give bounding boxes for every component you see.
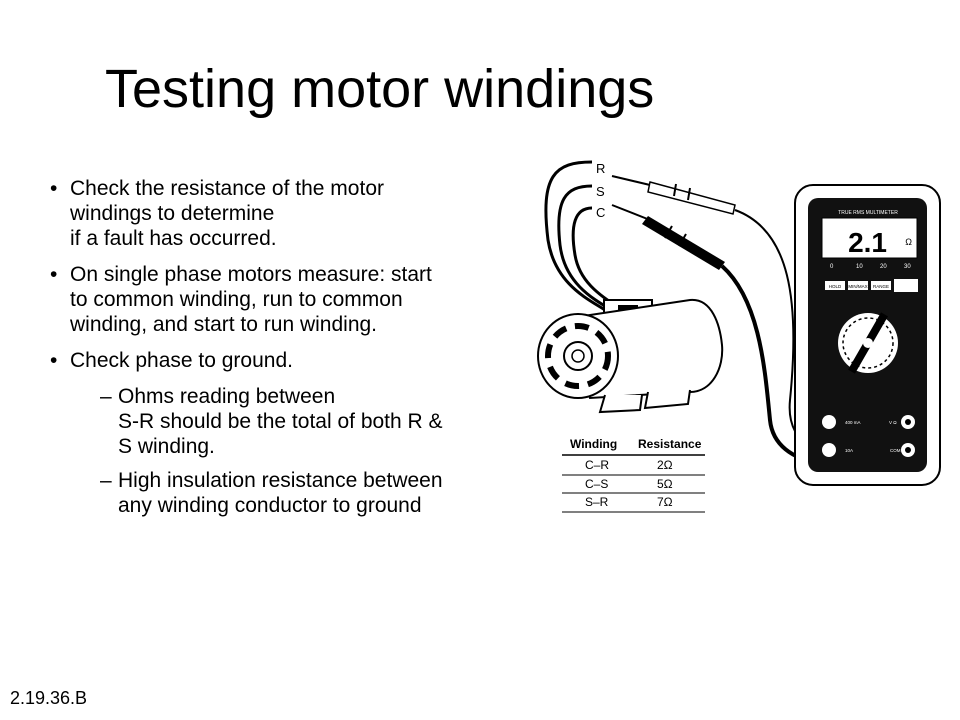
table-cell: 7Ω bbox=[657, 495, 673, 509]
table-cell: S–R bbox=[585, 495, 609, 509]
bullet-3: • Check phase to ground. bbox=[50, 348, 540, 373]
meter-scale-label: 0 bbox=[830, 264, 834, 270]
table-cell: 5Ω bbox=[657, 477, 673, 491]
minmax-button-label: MIN/MAX bbox=[848, 284, 867, 289]
meter-scale: 0 10 20 30 bbox=[830, 264, 911, 270]
sub-bullet-1: – Ohms reading between S-R should be the… bbox=[50, 384, 540, 459]
meter-display-value: 2.1 bbox=[848, 227, 887, 258]
jack-label: COM bbox=[890, 448, 901, 453]
sub-bullet-line: Ohms reading between bbox=[118, 385, 336, 408]
bullet-1: • Check the resistance of the motor wind… bbox=[50, 176, 540, 251]
bullet-line: Check the resistance of the motor bbox=[70, 177, 384, 200]
meter-display-unit: Ω bbox=[905, 237, 912, 247]
bullet-dot: • bbox=[50, 263, 58, 286]
meter-buttons: HOLD MIN/MAX RANGE bbox=[825, 279, 918, 292]
jack-label: 400 mA bbox=[845, 420, 861, 425]
rotary-dial bbox=[838, 312, 898, 374]
bullet-line: Check phase to ground. bbox=[70, 349, 293, 372]
meter-jacks: 400 mA 10A COM V Ω bbox=[822, 415, 915, 457]
sub-bullet-line: S-R should be the total of both R & bbox=[118, 410, 443, 433]
terminal-label-s: S bbox=[596, 184, 605, 199]
motor bbox=[537, 298, 724, 414]
terminal-label-r: R bbox=[596, 161, 605, 176]
range-button-label: RANGE bbox=[873, 284, 889, 289]
bullet-line: windings to determine bbox=[70, 202, 275, 225]
multimeter: TRUE RMS MULTIMETER 2.1 Ω 0 10 20 30 HOL… bbox=[794, 184, 941, 486]
sub-bullet-dash: – bbox=[100, 385, 112, 408]
table-header-resistance: Resistance bbox=[638, 437, 702, 451]
terminal-label-c: C bbox=[596, 205, 605, 220]
jack-label: 10A bbox=[845, 448, 853, 453]
table-header-winding: Winding bbox=[570, 437, 617, 451]
meter-brand-label: TRUE RMS MULTIMETER bbox=[838, 210, 898, 216]
hold-button-label: HOLD bbox=[829, 284, 842, 289]
meter-scale-label: 10 bbox=[856, 264, 863, 270]
table-cell: C–S bbox=[585, 477, 608, 491]
jack-label: V Ω bbox=[889, 420, 897, 425]
bullet-line: winding, and start to run winding. bbox=[70, 313, 378, 336]
sub-bullet-line: any winding conductor to ground bbox=[118, 494, 422, 517]
meter-scale-label: 20 bbox=[880, 264, 887, 270]
bullet-dot: • bbox=[50, 177, 58, 200]
slide-number: 2.19.36.B bbox=[10, 688, 88, 708]
bullet-dot: • bbox=[50, 349, 58, 372]
winding-table: Winding Resistance C–R 2Ω C–S 5Ω S–R 7Ω bbox=[562, 437, 705, 513]
sub-bullet-line: S winding. bbox=[118, 435, 215, 458]
meter-scale-label: 30 bbox=[904, 264, 911, 270]
sub-bullet-line: High insulation resistance between bbox=[118, 469, 443, 492]
slide-title: Testing motor windings bbox=[105, 59, 655, 119]
bullet-line: On single phase motors measure: start bbox=[70, 263, 432, 286]
terminal-labels: R S C bbox=[596, 161, 605, 220]
table-cell: 2Ω bbox=[657, 458, 673, 472]
bullet-list: • Check the resistance of the motor wind… bbox=[50, 176, 540, 527]
bullet-line: to common winding, run to common bbox=[70, 288, 403, 311]
motor-multimeter-illustration: R S C Winding Resistance C–R 2Ω C–S 5Ω bbox=[537, 160, 941, 513]
table-cell: C–R bbox=[585, 458, 609, 472]
sub-bullet-2: – High insulation resistance between any… bbox=[50, 468, 540, 518]
motor-leads bbox=[544, 160, 626, 314]
sub-bullet-dash: – bbox=[100, 469, 112, 492]
bullet-line: if a fault has occurred. bbox=[70, 227, 277, 250]
bullet-2: • On single phase motors measure: start … bbox=[50, 262, 540, 337]
